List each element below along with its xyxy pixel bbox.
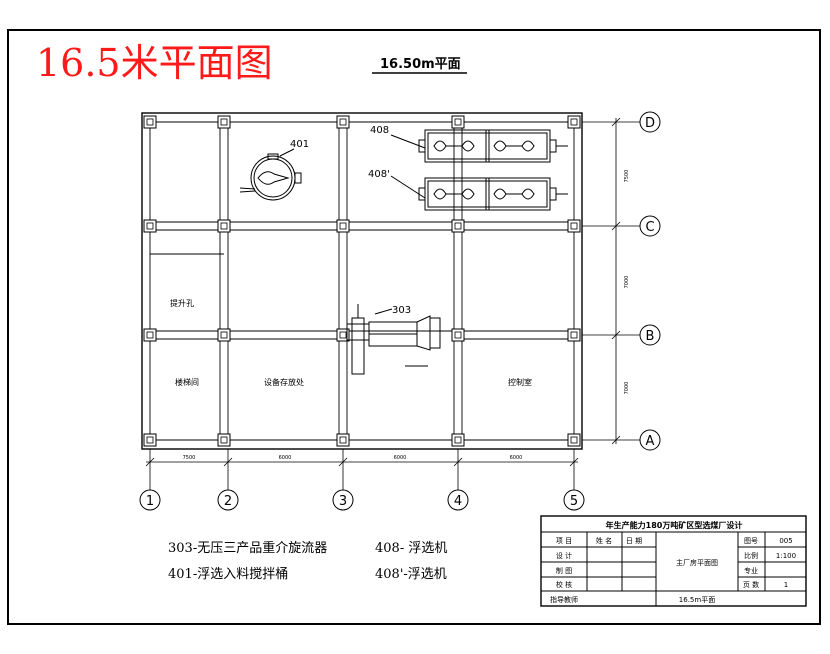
axis-bubble-row-D: D [639, 111, 661, 133]
title-block-label-scale: 比例 [744, 551, 758, 560]
axis-bubble-row-A: A [639, 429, 661, 451]
column-marker [217, 219, 231, 233]
axis-bubble-row-C: C [639, 215, 661, 237]
axis-bubble-col-2: 2 [217, 489, 239, 511]
column-marker [143, 115, 157, 129]
page-title: 16.5米平面图 [36, 41, 273, 85]
column-marker [143, 219, 157, 233]
title-block-role-draft: 制 图 [556, 566, 572, 575]
column-marker [567, 328, 581, 342]
svg-text:3: 3 [339, 494, 347, 509]
title-block-label-major: 专业 [744, 566, 758, 575]
dim-h-4: 6000 [510, 455, 523, 461]
svg-text:A: A [646, 434, 655, 449]
room-hoist-hole: 提升孔 [170, 298, 194, 308]
column-marker [143, 433, 157, 447]
legend-303: 303-无压三产品重介旋流器 [168, 540, 327, 556]
column-marker [451, 115, 465, 129]
axis-bubble-col-4: 4 [447, 489, 469, 511]
dim-h-1: 7500 [183, 455, 196, 461]
legend-408p: 408'-浮选机 [375, 567, 447, 582]
drawing-frame [7, 29, 821, 625]
tag-303: 303 [392, 305, 411, 316]
vertical-dimension [611, 117, 621, 445]
interior-walls [149, 121, 575, 441]
column-marker [451, 219, 465, 233]
title-block-role-advisor: 指导教师 [550, 595, 578, 604]
title-block-col-date: 日 期 [626, 537, 642, 545]
svg-text:B: B [646, 329, 655, 344]
svg-text:D: D [645, 116, 655, 131]
column-marker [217, 328, 231, 342]
svg-text:2: 2 [224, 494, 232, 509]
dim-v-2: 7000 [624, 276, 630, 289]
column-marker [567, 433, 581, 447]
column-marker [567, 219, 581, 233]
equipment-401-tank [239, 148, 302, 201]
title-block-value-no: 005 [779, 537, 792, 545]
title-block-col-name: 姓 名 [596, 536, 612, 545]
axis-bubble-row-B: B [639, 324, 661, 346]
column-marker [217, 115, 231, 129]
column-marker [336, 433, 350, 447]
equipment-408-flotation [390, 129, 568, 163]
title-block-drawing-name: 主厂房平面图 [676, 558, 718, 567]
title-block-label-no: 图号 [744, 537, 758, 545]
title-block-label-pages: 页 数 [743, 580, 759, 589]
column-marker [336, 328, 350, 342]
axis-bubble-col-5: 5 [563, 489, 585, 511]
room-stairwell: 楼梯间 [175, 377, 199, 387]
tag-408p: 408' [368, 169, 390, 180]
column-markers [143, 115, 581, 447]
horizontal-dimension [145, 457, 579, 467]
column-marker [451, 433, 465, 447]
title-block-value-pages: 1 [784, 581, 788, 589]
legend-401: 401-浮选入料搅拌桶 [168, 566, 288, 582]
column-marker [336, 115, 350, 129]
legend-408: 408- 浮选机 [375, 541, 447, 556]
column-marker [217, 433, 231, 447]
dim-h-3: 6000 [394, 455, 407, 461]
title-block-role-check: 校 核 [556, 580, 572, 589]
axis-lines [149, 121, 640, 490]
equipment-303-cyclone [346, 304, 441, 375]
title-block-role-design: 设 计 [556, 551, 572, 560]
title-block-drawing-sub: 16.5m平面 [679, 596, 715, 604]
building-outline [141, 112, 583, 450]
dim-v-3: 7000 [624, 382, 630, 395]
title-block [540, 515, 807, 607]
svg-text:1: 1 [146, 494, 154, 509]
title-block-project: 年生产能力180万吨矿区型选煤厂设计 [606, 520, 743, 530]
tag-408: 408 [370, 125, 389, 136]
plan-title: 16.50m平面 [380, 57, 461, 72]
title-block-role-project: 项 目 [556, 537, 572, 545]
room-equipment-aisle: 设备存放处 [264, 377, 304, 387]
svg-text:4: 4 [454, 494, 462, 509]
column-marker [451, 328, 465, 342]
svg-text:C: C [645, 220, 654, 235]
axis-bubble-col-1: 1 [139, 489, 161, 511]
dim-h-2: 6000 [279, 455, 292, 461]
title-block-value-scale: 1:100 [776, 552, 796, 560]
column-marker [336, 219, 350, 233]
tag-401: 401 [290, 139, 309, 150]
room-control-room: 控制室 [508, 377, 532, 387]
column-marker [567, 115, 581, 129]
equipment-408p-flotation [390, 175, 568, 211]
dim-v-1: 7500 [624, 170, 630, 183]
column-marker [143, 328, 157, 342]
axis-bubble-col-3: 3 [332, 489, 354, 511]
svg-text:5: 5 [570, 494, 578, 509]
